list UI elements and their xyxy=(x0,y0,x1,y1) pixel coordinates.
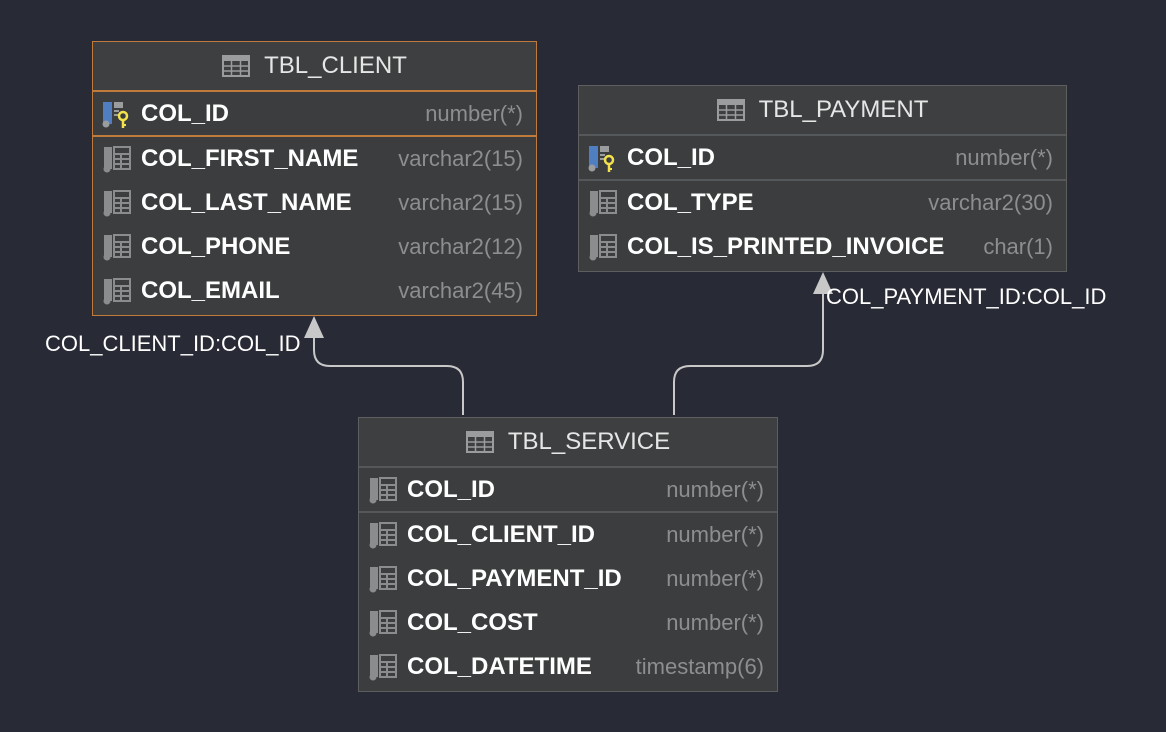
column-name: COL_LAST_NAME xyxy=(141,189,352,216)
table-header[interactable]: TBL_CLIENT xyxy=(93,42,536,92)
column-icon xyxy=(368,475,398,505)
column-row[interactable]: COL_COST number(*) xyxy=(359,601,777,645)
column-row[interactable]: COL_IS_PRINTED_INVOICE char(1) xyxy=(579,225,1066,269)
payment-relation-label: COL_PAYMENT_ID:COL_ID xyxy=(826,284,1107,309)
table-icon xyxy=(465,431,494,453)
column-type: number(*) xyxy=(666,476,764,502)
column-type: varchar2(15) xyxy=(398,146,523,171)
column-name: COL_EMAIL xyxy=(141,277,280,304)
column-type: timestamp(6) xyxy=(635,654,764,679)
column-row[interactable]: COL_ID number(*) xyxy=(93,92,536,137)
table-header[interactable]: TBL_SERVICE xyxy=(359,418,777,468)
column-type: number(*) xyxy=(425,100,523,126)
column-type: varchar2(30) xyxy=(928,190,1053,215)
column-type: number(*) xyxy=(666,610,764,635)
column-type: number(*) xyxy=(955,144,1053,170)
column-type: number(*) xyxy=(666,566,764,591)
table-header[interactable]: TBL_PAYMENT xyxy=(579,86,1066,136)
table-tbl-client[interactable]: TBL_CLIENT COL_ID number(*) COL_FIRST_NA… xyxy=(92,41,537,316)
column-row[interactable]: COL_DATETIME timestamp(6) xyxy=(359,645,777,689)
column-icon xyxy=(368,520,398,550)
column-icon xyxy=(368,652,398,682)
column-icon xyxy=(368,564,398,594)
client-relation-label: COL_CLIENT_ID:COL_ID xyxy=(45,331,301,356)
column-name: COL_TYPE xyxy=(627,189,754,216)
table-title: TBL_PAYMENT xyxy=(758,96,929,123)
column-name: COL_COST xyxy=(407,609,538,636)
table-icon xyxy=(222,55,251,77)
column-type: varchar2(12) xyxy=(398,234,523,259)
column-icon xyxy=(588,188,618,218)
column-name: COL_ID xyxy=(627,143,716,171)
column-name: COL_PAYMENT_ID xyxy=(407,565,622,592)
column-row[interactable]: COL_TYPE varchar2(30) xyxy=(579,181,1066,225)
table-tbl-service[interactable]: TBL_SERVICE COL_ID number(*) COL_CLIENT_… xyxy=(358,417,778,692)
column-name: COL_PHONE xyxy=(141,233,291,260)
column-row[interactable]: COL_CLIENT_ID number(*) xyxy=(359,513,777,557)
primary-key-column-icon xyxy=(588,143,618,173)
primary-key-column-icon xyxy=(102,99,132,129)
payment-relation-arrowhead xyxy=(813,272,833,294)
column-row[interactable]: COL_EMAIL varchar2(45) xyxy=(93,269,536,313)
client-relation-line[interactable] xyxy=(313,334,464,415)
column-type: varchar2(15) xyxy=(398,190,523,215)
column-name: COL_IS_PRINTED_INVOICE xyxy=(627,233,945,260)
column-icon xyxy=(102,276,132,306)
column-type: varchar2(45) xyxy=(398,278,523,303)
column-row[interactable]: COL_PHONE varchar2(12) xyxy=(93,225,536,269)
column-name: COL_ID xyxy=(407,475,496,503)
column-row[interactable]: COL_PAYMENT_ID number(*) xyxy=(359,557,777,601)
table-tbl-payment[interactable]: TBL_PAYMENT COL_ID number(*) COL_TYPE va… xyxy=(578,85,1067,272)
table-title: TBL_CLIENT xyxy=(264,52,407,79)
table-icon xyxy=(716,99,745,121)
column-icon xyxy=(102,232,132,262)
column-type: char(1) xyxy=(983,234,1053,259)
client-relation-arrowhead xyxy=(304,316,324,338)
column-name: COL_DATETIME xyxy=(407,653,592,680)
column-icon xyxy=(588,232,618,262)
column-row[interactable]: COL_LAST_NAME varchar2(15) xyxy=(93,181,536,225)
column-row[interactable]: COL_ID number(*) xyxy=(579,136,1066,181)
column-name: COL_ID xyxy=(141,99,230,127)
column-icon xyxy=(102,144,132,174)
column-type: number(*) xyxy=(666,522,764,547)
column-icon xyxy=(368,608,398,638)
column-icon xyxy=(102,188,132,218)
column-row[interactable]: COL_FIRST_NAME varchar2(15) xyxy=(93,137,536,181)
column-row[interactable]: COL_ID number(*) xyxy=(359,468,777,513)
column-name: COL_CLIENT_ID xyxy=(407,521,596,548)
table-title: TBL_SERVICE xyxy=(507,428,671,455)
payment-relation-line[interactable] xyxy=(673,292,824,415)
column-name: COL_FIRST_NAME xyxy=(141,145,359,172)
